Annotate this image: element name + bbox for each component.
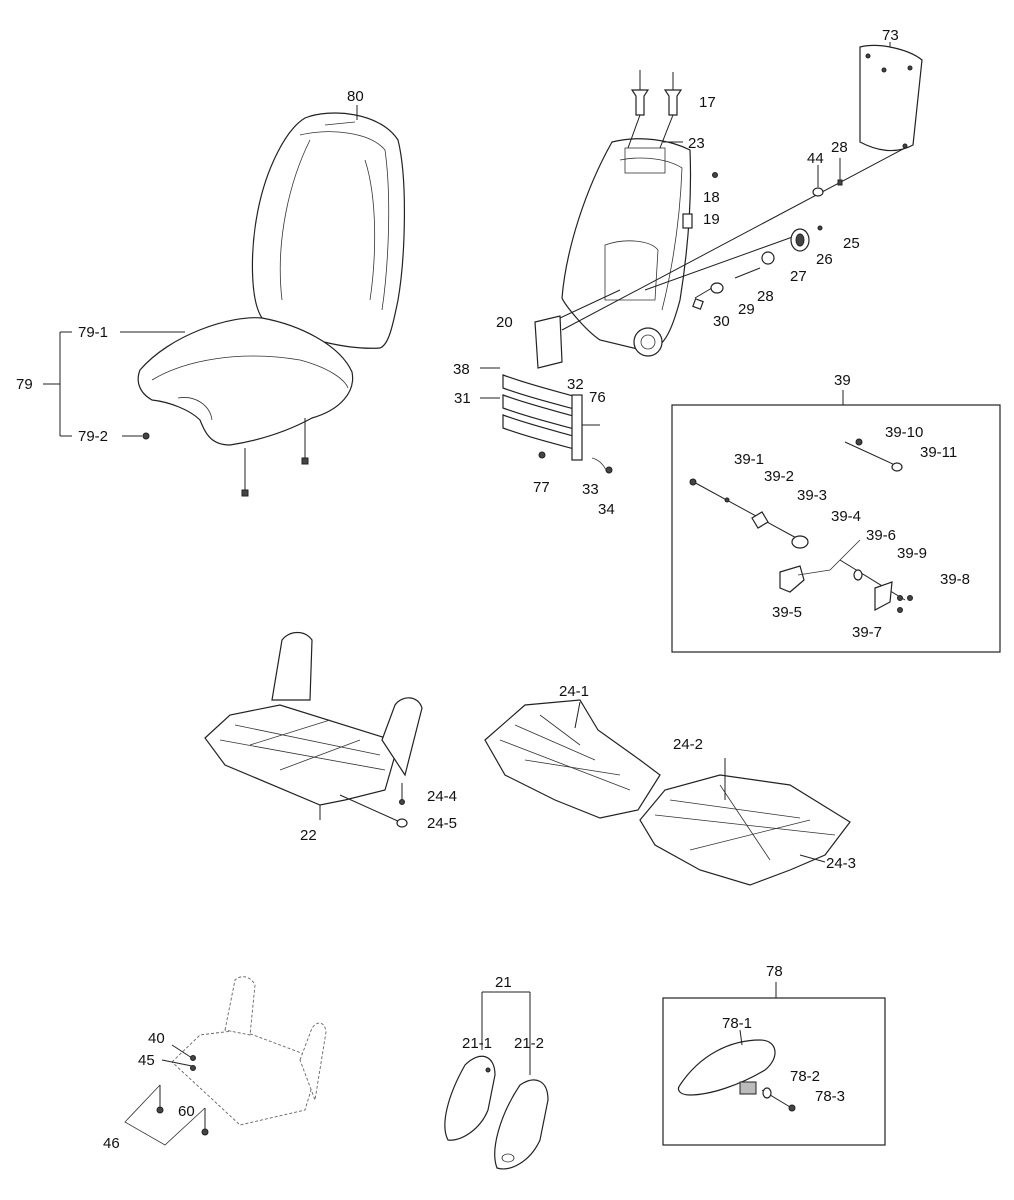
callout-21-1: 21-1 — [462, 1035, 492, 1052]
callout-34: 34 — [598, 501, 615, 518]
callout-73: 73 — [882, 27, 899, 44]
callout-60: 60 — [178, 1103, 195, 1120]
side-cover-left — [444, 1055, 496, 1141]
callout-28-mid: 28 — [757, 288, 774, 305]
callout-19: 19 — [703, 211, 720, 228]
callout-39-10: 39-10 — [885, 424, 923, 441]
detail-box-78 — [662, 997, 886, 1146]
callout-39-7: 39-7 — [852, 624, 882, 641]
callout-38: 38 — [453, 361, 470, 378]
callout-39-8: 39-8 — [940, 571, 970, 588]
callout-18: 18 — [703, 189, 720, 206]
callout-29: 29 — [738, 301, 755, 318]
callout-45: 45 — [138, 1052, 155, 1069]
callout-22: 22 — [300, 827, 317, 844]
callout-78-3: 78-3 — [815, 1088, 845, 1105]
callout-76: 76 — [589, 389, 606, 406]
callout-32: 32 — [567, 376, 584, 393]
callout-78: 78 — [766, 963, 783, 980]
callout-28-top: 28 — [831, 139, 848, 156]
callout-24-5: 24-5 — [427, 815, 457, 832]
callout-39-6: 39-6 — [866, 527, 896, 544]
callout-26: 26 — [816, 251, 833, 268]
callout-44: 44 — [807, 150, 824, 167]
callout-40: 40 — [148, 1030, 165, 1047]
seat-frame-lower — [639, 774, 851, 886]
callout-78-2: 78-2 — [790, 1068, 820, 1085]
callout-39-4: 39-4 — [831, 508, 861, 525]
callout-27: 27 — [790, 268, 807, 285]
callout-30: 30 — [713, 313, 730, 330]
callout-21-2: 21-2 — [514, 1035, 544, 1052]
callout-39-11: 39-11 — [920, 444, 957, 461]
seat-back-cushion — [251, 112, 406, 349]
callout-39-9: 39-9 — [897, 545, 927, 562]
seat-frame — [204, 631, 423, 806]
callout-39-3: 39-3 — [797, 487, 827, 504]
callout-23: 23 — [688, 135, 705, 152]
callout-39: 39 — [834, 372, 851, 389]
callout-33: 33 — [582, 481, 599, 498]
seat-frame-upper — [484, 699, 661, 819]
callout-24-4: 24-4 — [427, 788, 457, 805]
side-cover-right — [494, 1079, 549, 1170]
callout-77: 77 — [533, 479, 550, 496]
callout-24-2: 24-2 — [673, 736, 703, 753]
callout-24-3: 24-3 — [826, 855, 856, 872]
callout-80: 80 — [347, 88, 364, 105]
callout-79: 79 — [16, 376, 33, 393]
callout-20: 20 — [496, 314, 513, 331]
callout-24-1: 24-1 — [559, 683, 589, 700]
callout-31: 31 — [454, 390, 471, 407]
callout-79-2: 79-2 — [78, 428, 108, 445]
callout-25: 25 — [843, 235, 860, 252]
armrest — [677, 1039, 776, 1096]
callout-39-1: 39-1 — [734, 451, 764, 468]
callout-79-1: 79-1 — [78, 324, 108, 341]
seat-frame-outline — [171, 976, 327, 1126]
callout-21: 21 — [495, 974, 512, 991]
callout-17: 17 — [699, 94, 716, 111]
lumbar-support — [502, 374, 613, 474]
callout-78-1: 78-1 — [722, 1015, 752, 1032]
callout-46: 46 — [103, 1135, 120, 1152]
callout-39-5: 39-5 — [772, 604, 802, 621]
callout-39-2: 39-2 — [764, 468, 794, 485]
seat-back-frame — [561, 138, 692, 357]
detail-box-39 — [671, 404, 1001, 653]
